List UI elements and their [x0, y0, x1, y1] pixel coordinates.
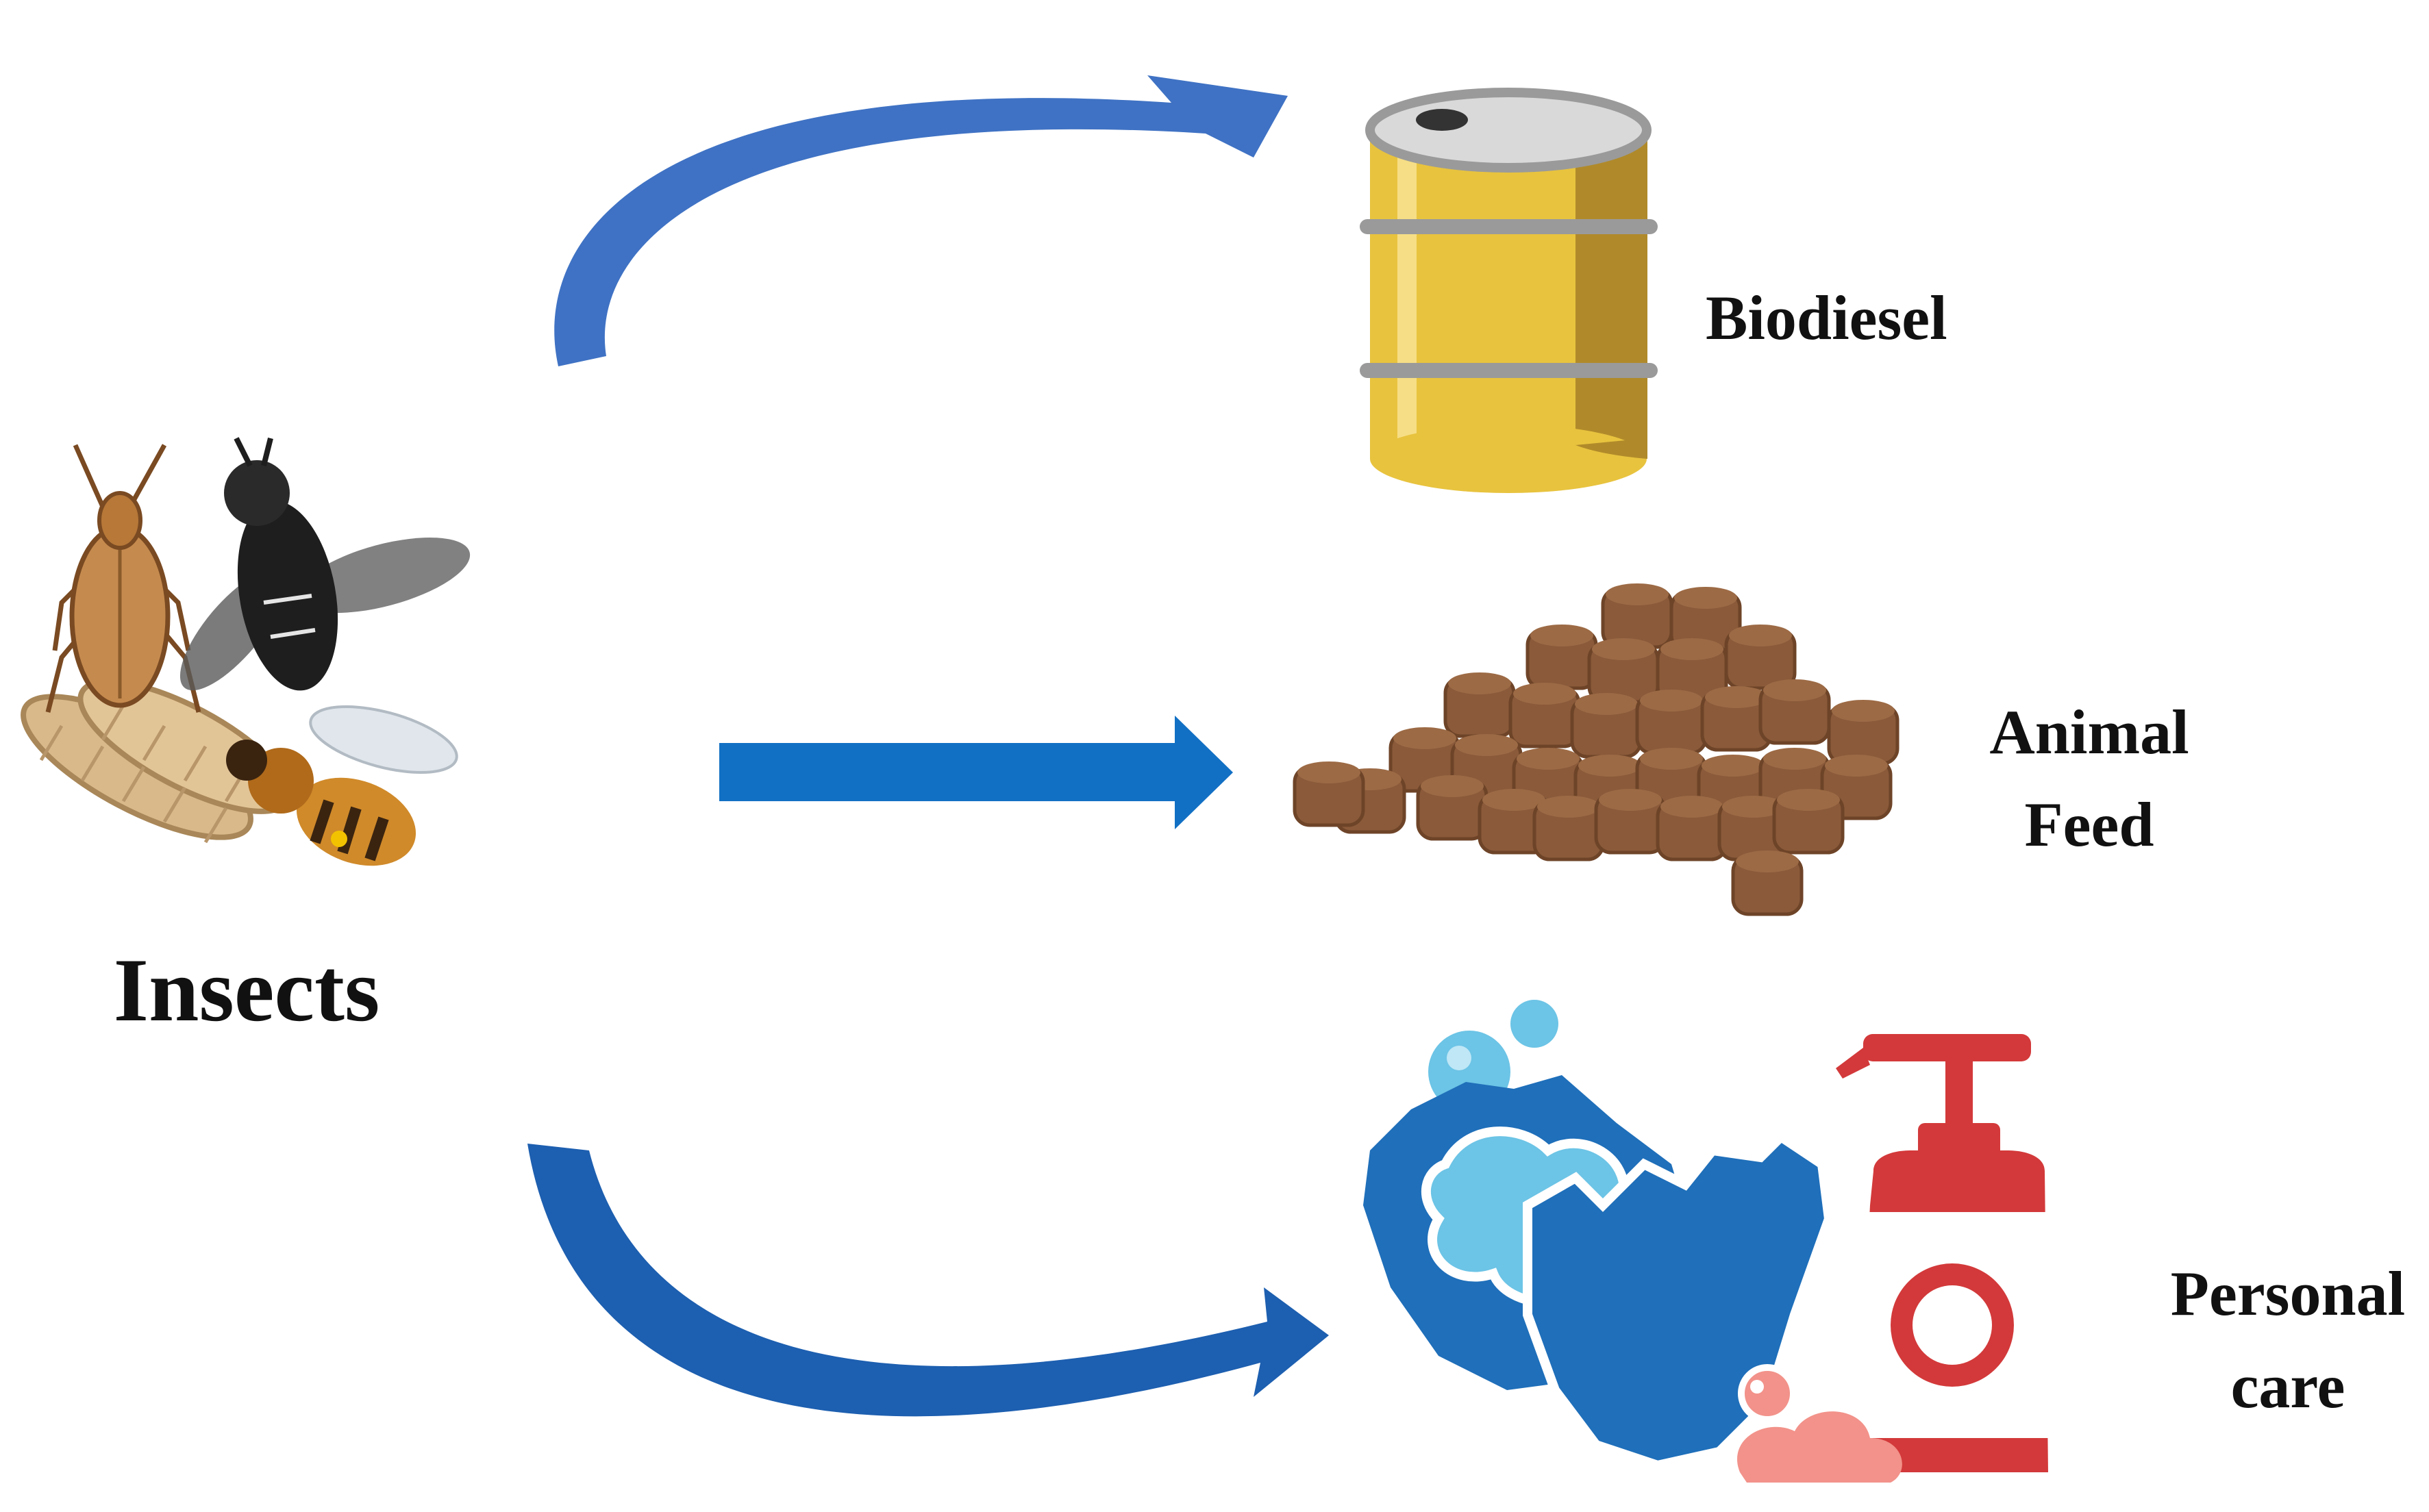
feed-pellet [1416, 775, 1488, 841]
insects-illustration [21, 437, 471, 866]
feed-pellet [1587, 638, 1660, 704]
feed-pellet [1656, 796, 1728, 861]
feed-pellet [1758, 679, 1831, 745]
bee-illustration [226, 705, 458, 866]
feed-pellet [1508, 683, 1581, 748]
oil-barrel-icon [1360, 88, 1658, 493]
feed-pellet [1570, 693, 1643, 759]
personal-care-label-line2: care [2231, 1351, 2345, 1421]
soap-foam [1737, 1364, 1902, 1483]
feed-pellet [1443, 672, 1516, 738]
larva-illustration [21, 679, 292, 844]
feed-pellet [1594, 789, 1667, 855]
feed-pellet [1293, 761, 1365, 827]
personal-care-label-line1: Personal [2171, 1259, 2405, 1328]
animal-feed-label-line2: Feed [2024, 790, 2154, 859]
feed-pellet [1717, 796, 1790, 861]
animal-feed-label-line1: Animal [1989, 697, 2189, 767]
arrow-to-animal-feed [719, 716, 1233, 829]
handwash-soap-icon [1363, 1000, 2048, 1483]
insects-label: Insects [114, 940, 380, 1040]
feed-pellet [1532, 796, 1605, 861]
feed-pellet [1635, 690, 1708, 755]
arrow-to-personal-care [527, 1144, 1329, 1417]
feed-pellet [1772, 789, 1845, 855]
biodiesel-label: Biodiesel [1706, 283, 1947, 353]
feed-pellet [1731, 850, 1804, 916]
feed-pellets-icon [1293, 583, 1899, 916]
feed-pellet [1724, 625, 1797, 690]
feed-pellet [1827, 700, 1899, 766]
bug-illustration [45, 444, 201, 713]
arrow-to-biodiesel [554, 75, 1288, 366]
feed-pellet [1601, 583, 1673, 649]
soap-bottle [1836, 1034, 2048, 1472]
feed-pellet [1525, 625, 1598, 690]
feed-pellet [1669, 587, 1742, 653]
fly-illustration [179, 437, 471, 691]
